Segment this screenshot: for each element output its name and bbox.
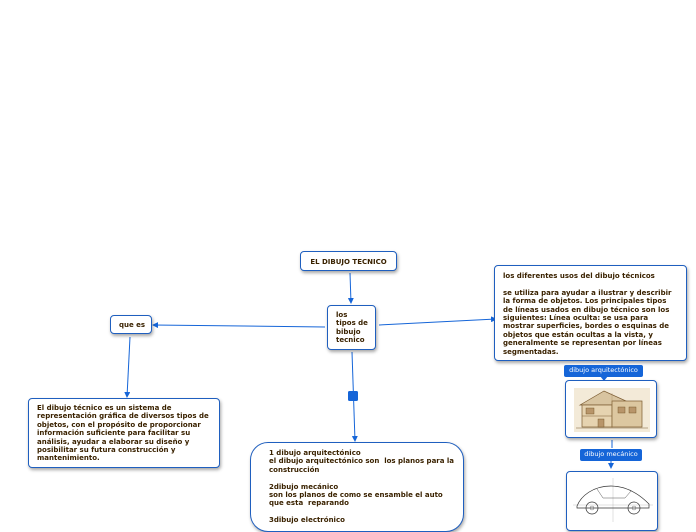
- usos-node[interactable]: los diferentes usos del dibujo técnicos …: [494, 265, 687, 361]
- architectural-image-node[interactable]: [565, 380, 657, 438]
- central-topic-node[interactable]: los tipos de bibujo tecnico: [327, 305, 376, 350]
- link-arq-arrow: [600, 376, 608, 381]
- que-es-node[interactable]: que es: [110, 315, 152, 334]
- types-node[interactable]: 1 dibujo arquitectónico el dibujo arquit…: [250, 442, 464, 532]
- mechanical-image-node[interactable]: [566, 471, 658, 531]
- link-handle[interactable]: [348, 391, 358, 401]
- label-dibujo-arquitectonico[interactable]: dibujo arquitectónico: [564, 365, 643, 377]
- label-dibujo-mecanico[interactable]: dibujo mecánico: [580, 449, 642, 461]
- link-center-quees: [152, 322, 326, 329]
- link-title-center: [347, 272, 354, 304]
- mind-map-canvas: EL DIBUJO TECNICO los tipos de bibujo te…: [28, 251, 687, 532]
- connector-lines: [124, 272, 614, 469]
- link-quees-definition: [124, 336, 131, 398]
- definition-node[interactable]: El dibujo técnico es un sistema de repre…: [28, 398, 220, 468]
- title-node[interactable]: EL DIBUJO TECNICO: [300, 251, 397, 271]
- house-sketch-icon: [574, 388, 650, 432]
- car-drawing-icon: [573, 478, 653, 522]
- link-center-usos: [378, 316, 497, 326]
